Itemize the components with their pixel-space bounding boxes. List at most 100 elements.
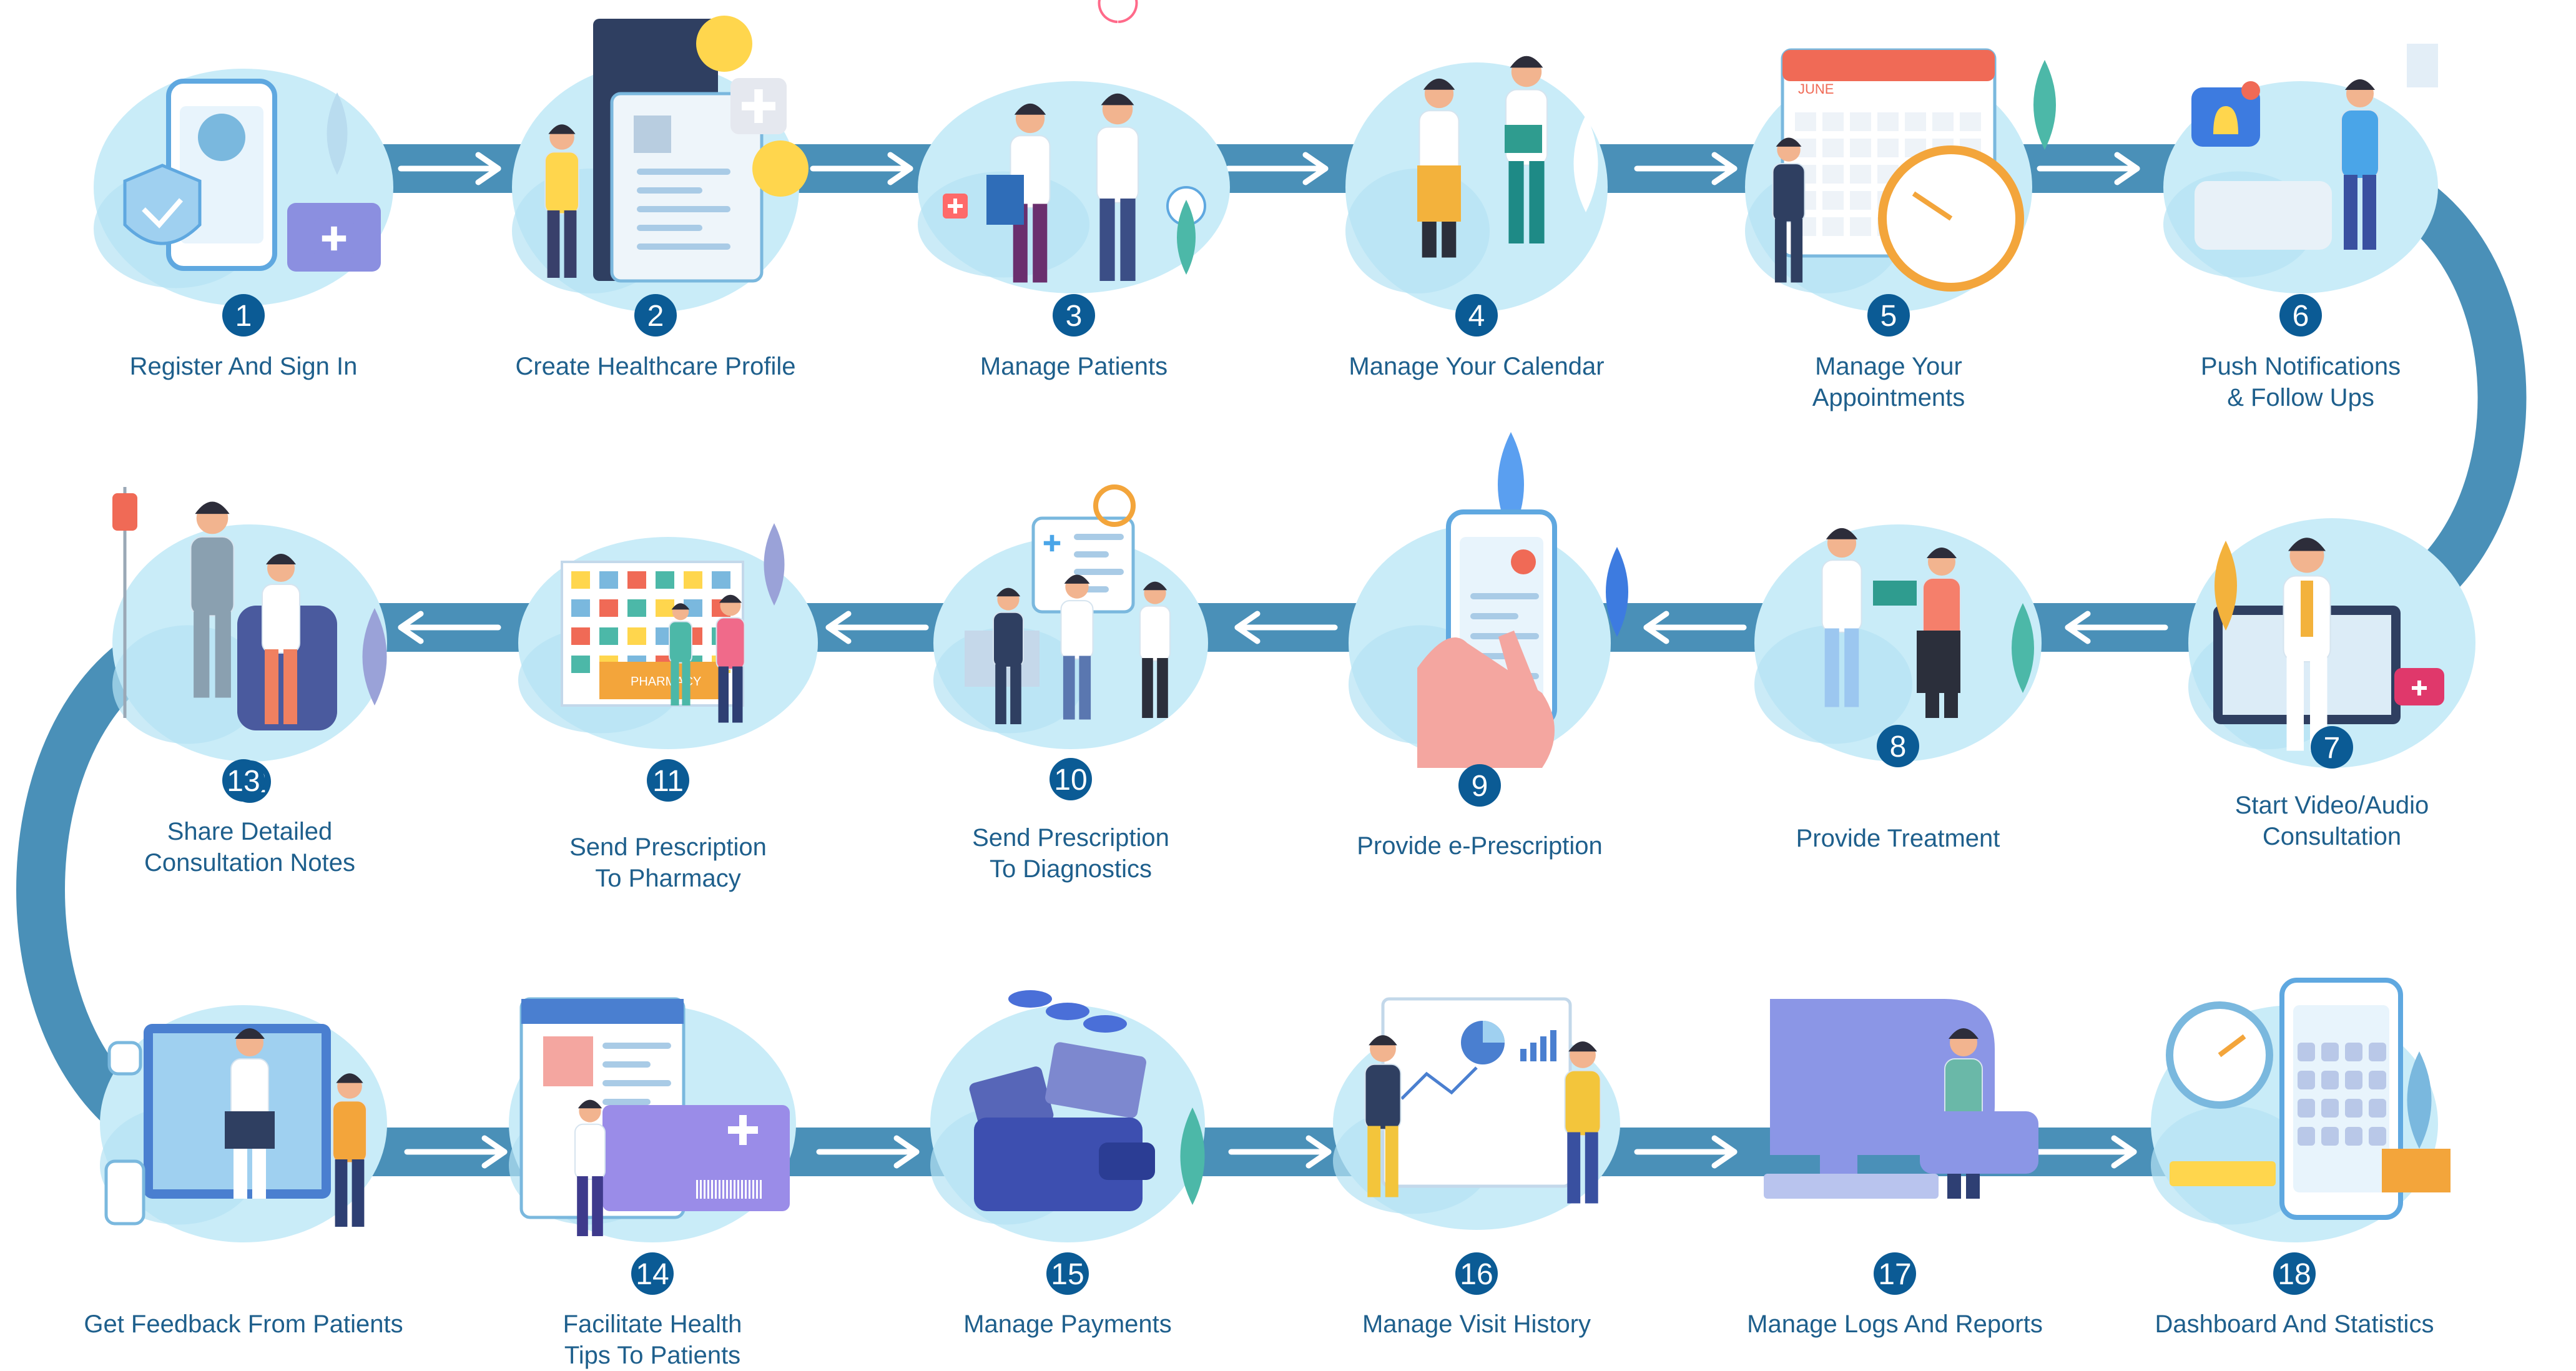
step-label: Manage Payments bbox=[880, 1309, 1255, 1340]
step-label-line: Tips To Patients bbox=[564, 1342, 741, 1369]
health-card-icon bbox=[509, 997, 796, 1242]
step-number-badge: 1 bbox=[222, 294, 265, 337]
badge-circle bbox=[1046, 1252, 1089, 1295]
step-label-line: To Diagnostics bbox=[989, 855, 1153, 883]
step-label-line: Register And Sign In bbox=[129, 353, 358, 380]
computer-desk-icon bbox=[1764, 999, 2038, 1199]
step-label-line: Send Prescription bbox=[569, 833, 767, 861]
step-label-line: Consultation Notes bbox=[144, 849, 355, 877]
calendar-month: JUNE bbox=[1798, 81, 1834, 97]
step-number: 7 bbox=[2324, 732, 2341, 765]
arrow-left-icon bbox=[1643, 611, 1747, 644]
step-number: 10 bbox=[1054, 764, 1087, 797]
step-number-badge: 16 bbox=[1455, 1252, 1498, 1295]
doctor-patient-icon bbox=[1345, 56, 1608, 312]
mobile-prescription-icon bbox=[1349, 432, 1628, 768]
step-label-line: Manage Your bbox=[1815, 353, 1962, 380]
step-number-badge: 3 bbox=[1053, 294, 1095, 337]
arrow-right-icon bbox=[1634, 152, 1738, 185]
step-label-line: Manage Logs And Reports bbox=[1747, 1310, 2043, 1338]
step-number: 13 bbox=[227, 765, 260, 798]
calendar-clock-icon: JUNE bbox=[1745, 48, 2056, 312]
step-label: Create Healthcare Profile bbox=[468, 351, 843, 382]
step-number-badge: 17 bbox=[1874, 1252, 1916, 1295]
dashboard-phone-clock-icon bbox=[2151, 978, 2451, 1242]
badge-circle bbox=[222, 759, 265, 802]
step-label-line: Provide e-Prescription bbox=[1357, 832, 1603, 860]
step-label: Push Notifications & Follow Ups bbox=[2113, 351, 2488, 413]
step-number: 3 bbox=[1066, 300, 1083, 333]
step-label-line: Facilitate Health bbox=[563, 1310, 742, 1338]
step-label-line: Manage Visit History bbox=[1362, 1310, 1591, 1338]
arrow-right-icon bbox=[1225, 152, 1329, 185]
step-label-line: Dashboard And Statistics bbox=[2155, 1310, 2434, 1338]
step-label-line: Create Healthcare Profile bbox=[515, 353, 796, 380]
badge-circle bbox=[2311, 726, 2353, 769]
pharmacy-icon: PHARMACY bbox=[518, 523, 818, 749]
step-label-line: Consultation bbox=[2262, 823, 2402, 850]
badge-circle bbox=[2279, 294, 2322, 337]
step-label-line: To Pharmacy bbox=[595, 865, 741, 892]
arrow-left-icon bbox=[398, 611, 501, 644]
step-number-badge: 13 bbox=[222, 759, 265, 802]
step-number: 17 bbox=[1878, 1258, 1911, 1291]
step-label-line: Send Prescription bbox=[972, 824, 1169, 852]
step-number: 16 bbox=[1460, 1258, 1493, 1291]
step-label: Manage Logs And Reports bbox=[1708, 1309, 2082, 1340]
step-label: Provide Treatment bbox=[1711, 823, 2085, 854]
step-label: Manage Your Calendar bbox=[1289, 351, 1664, 382]
step-number: 6 bbox=[2293, 300, 2309, 333]
badge-circle bbox=[647, 759, 689, 802]
analytics-board-icon bbox=[1333, 997, 1620, 1230]
badge-circle bbox=[1877, 725, 1919, 767]
flow-band bbox=[16, 144, 2527, 1176]
step-number: 9 bbox=[1472, 770, 1488, 803]
step-label: Get Feedback From Patients bbox=[56, 1309, 431, 1340]
step-label-line: Push Notifications bbox=[2200, 353, 2401, 380]
step-number-badge: 6 bbox=[2279, 294, 2322, 337]
step-number: 18 bbox=[2278, 1258, 2311, 1291]
notification-bell-icon bbox=[2163, 44, 2438, 293]
step-label-line: Manage Payments bbox=[963, 1310, 1172, 1338]
arrow-left-icon bbox=[1234, 611, 1338, 644]
badge-circle bbox=[1050, 758, 1092, 800]
step-number: 1 bbox=[235, 300, 252, 333]
step-label-line: Start Video/Audio bbox=[2234, 792, 2429, 819]
badge-circle bbox=[631, 1252, 674, 1295]
step-number-badge: 7 bbox=[2311, 726, 2353, 769]
step-number: 8 bbox=[1890, 730, 1907, 764]
badge-circle bbox=[634, 294, 677, 337]
step-number-badge: 5 bbox=[1867, 294, 1910, 337]
step-label-line: & Follow Ups bbox=[2227, 384, 2374, 411]
wallet-payment-icon bbox=[930, 990, 1205, 1242]
badge-circle bbox=[1874, 1252, 1916, 1295]
arrow-right-icon bbox=[2037, 152, 2140, 185]
phone-login-shield-icon bbox=[94, 69, 393, 306]
badge-circle bbox=[1455, 294, 1498, 337]
pharmacy-sign: PHARMACY bbox=[631, 675, 701, 689]
step-number-badge: 14 bbox=[631, 1252, 674, 1295]
badge-circle bbox=[1458, 764, 1501, 807]
badge-circle bbox=[1053, 294, 1095, 337]
step-number: 2 bbox=[647, 300, 664, 333]
step-label-line: Share Detailed bbox=[167, 818, 333, 845]
step-label-line: Get Feedback From Patients bbox=[84, 1310, 403, 1338]
patient-care-icon bbox=[112, 487, 387, 762]
step-label: Provide e-Prescription bbox=[1292, 830, 1667, 862]
doctors-icon bbox=[918, 0, 1230, 293]
arrow-left-icon bbox=[2065, 611, 2168, 644]
treatment-icon bbox=[1754, 524, 2042, 762]
arrow-right-icon bbox=[398, 152, 501, 185]
step-number-badge: 10 bbox=[1050, 758, 1092, 800]
step-label-line: Manage Patients bbox=[980, 353, 1168, 380]
step-number-badge: 2 bbox=[634, 294, 677, 337]
step-label-line: Manage Your Calendar bbox=[1349, 353, 1605, 380]
step-number-badge: 15 bbox=[1046, 1252, 1089, 1295]
step-number-badge: 18 bbox=[2273, 1252, 2316, 1295]
arrow-right-icon bbox=[2033, 1135, 2137, 1169]
step-label: Register And Sign In bbox=[56, 351, 431, 382]
step-label-line: Provide Treatment bbox=[1796, 825, 2000, 852]
step-label: Send Prescription To Diagnostics bbox=[883, 822, 1258, 885]
